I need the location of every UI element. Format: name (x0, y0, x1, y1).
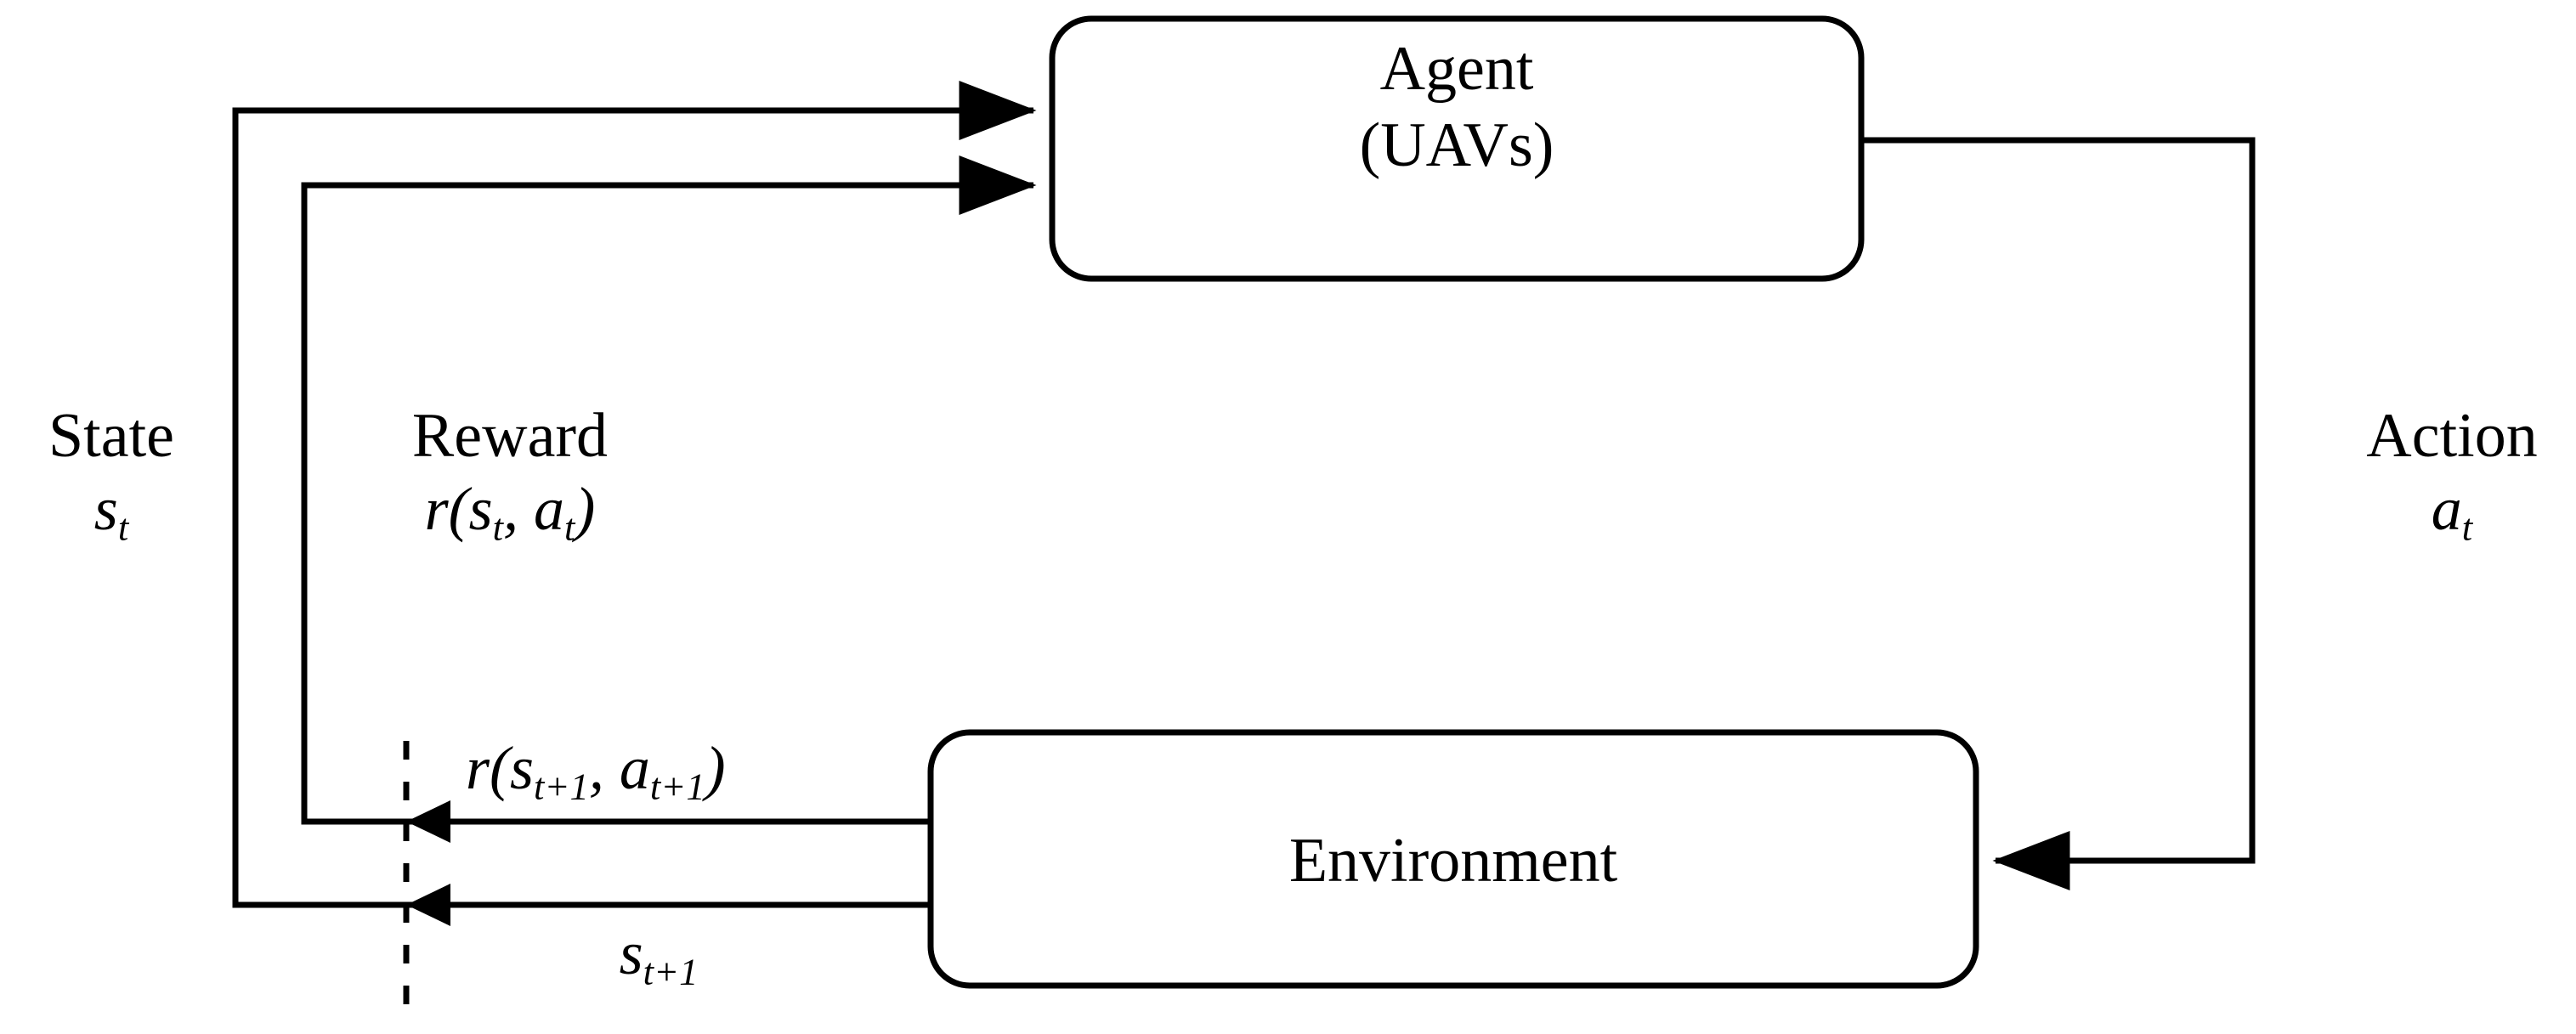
next-state-edge-label: st+1 (544, 918, 773, 994)
agent-box[interactable] (1049, 15, 1865, 282)
state-edge-label-symbol: st (93, 475, 129, 549)
state-edge-path (232, 81, 1037, 908)
next-state-arrowhead (406, 884, 450, 926)
action-edge-path (1861, 137, 2256, 890)
action-edge-label-text: Action (2366, 401, 2538, 471)
state-edge-label-text: State (48, 401, 174, 471)
next-state-edge-label-symbol: st+1 (619, 919, 699, 993)
action-edge-label-symbol: at (2431, 475, 2473, 549)
reward-edge-label: Reward r(st, at) (331, 399, 688, 550)
reward-edge-path (301, 155, 1037, 825)
agent-label-line1: Agent (1379, 34, 1534, 104)
next-reward-edge-label: r(st+1, at+1) (466, 732, 726, 809)
next-reward-arrowhead (406, 800, 450, 843)
environment-label-line1: Environment (1288, 826, 1618, 896)
reward-edge-label-text: Reward (411, 401, 609, 471)
state-edge-label: State st (5, 399, 218, 550)
action-edge-label: Action at (2329, 399, 2575, 550)
agent-label-line2: (UAVs) (1359, 110, 1554, 181)
reward-edge-label-symbol: r(st, at) (424, 475, 596, 549)
environment-box[interactable] (927, 729, 1979, 989)
next-reward-edge-label-symbol: r(st+1, at+1) (466, 734, 726, 808)
environment-node-label: Environment (931, 822, 1976, 899)
agent-node-label: Agent (UAVs) (1052, 31, 1861, 184)
